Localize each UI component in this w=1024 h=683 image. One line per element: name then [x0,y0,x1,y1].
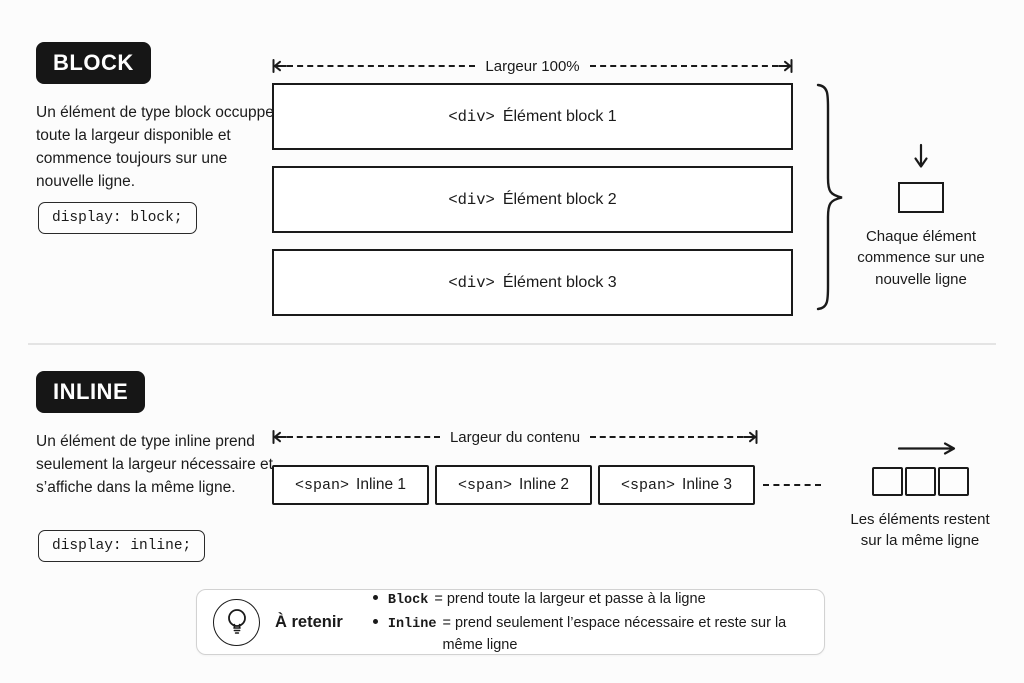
lightbulb-circle [213,598,260,646]
measure-dash [589,65,779,67]
section-divider [28,343,996,345]
inline-element-label: Inline 2 [519,476,569,493]
inline-element-1: <span> Inline 1 [272,465,429,505]
note-bullet-list: Block = prend toute la largeur et passe … [372,588,806,656]
bullet-dot-icon [372,595,378,600]
note-bullet: Inline = prend seulement l’espace nécess… [372,612,806,656]
inline-element-3: <span> Inline 3 [598,465,755,505]
measure-left-end-icon [272,59,287,73]
inline-element-label: Inline 1 [356,476,406,493]
block-mini-rect-icon [898,181,944,213]
span-tag: <span> [621,476,676,494]
block-elements-stack: <div> Élément block 1 <div> Élément bloc… [272,83,793,332]
inline-description: Un élément de type inline prend seulemen… [36,433,273,496]
div-tag: <div> [448,190,495,209]
inline-width-label: Largeur du contenu [449,428,581,446]
note-term: Block [387,593,429,608]
span-tag: <span> [458,476,513,494]
block-section-badge: BLOCK [36,42,151,84]
inline-continuation-dashes [763,484,821,486]
inline-width-measure: Largeur du contenu [272,428,758,446]
measure-left-end-icon [272,430,287,444]
div-tag: <div> [448,107,495,126]
inline-elements-row: <span> Inline 1 <span> Inline 2 <span> I… [272,465,821,505]
span-tag: <span> [295,476,350,494]
measure-dash [590,436,744,438]
block-annotation: Chaque élément commence sur une nouvelle… [843,143,999,290]
arrow-down-icon [914,143,928,168]
measure-right-end-icon [778,59,793,73]
block-code-snippet: display: block; [38,202,197,234]
block-annotation-text: Chaque élément commence sur une nouvelle… [857,227,985,288]
inline-mini-square-icon [871,466,903,496]
div-tag: <div> [448,273,495,292]
note-term: Inline [387,617,437,632]
block-element-label: Élément block 2 [502,190,617,208]
block-element-3: <div> Élément block 3 [272,249,793,316]
note-title: À retenir [275,612,343,631]
inline-code-snippet: display: inline; [38,530,206,562]
measure-right-end-icon [743,430,758,444]
inline-annotation: Les éléments restent sur la même ligne [842,441,998,552]
block-width-measure: Largeur 100% [272,57,793,75]
block-element-label: Élément block 1 [502,107,617,125]
inline-mini-square-icon [904,466,936,496]
block-description: Un élément de type block occuppe toute l… [36,104,274,190]
inline-annotation-text: Les éléments restent sur la même ligne [850,510,990,550]
inline-element-2: <span> Inline 2 [435,465,592,505]
bullet-dot-icon [372,619,378,624]
note-text: = prend toute la largeur et passe à la l… [434,591,706,607]
block-element-2: <div> Élément block 2 [272,166,793,233]
block-element-label: Élément block 3 [502,273,617,291]
arrow-right-icon [897,442,956,455]
inline-element-label: Inline 3 [682,476,732,493]
inline-section-badge: INLINE [36,371,146,413]
curly-brace-icon [816,83,843,311]
inline-mini-square-icon [937,466,969,496]
block-width-label: Largeur 100% [485,57,580,75]
key-takeaway-box: À retenir Block = prend toute la largeur… [196,589,825,655]
inline-mini-squares [842,466,998,496]
block-element-1: <div> Élément block 1 [272,83,793,150]
note-text: = prend seulement l’espace nécessaire et… [442,615,787,653]
measure-dash [287,436,440,438]
measure-dash [287,65,476,67]
note-bullet: Block = prend toute la largeur et passe … [372,588,806,612]
lightbulb-icon [227,609,246,634]
